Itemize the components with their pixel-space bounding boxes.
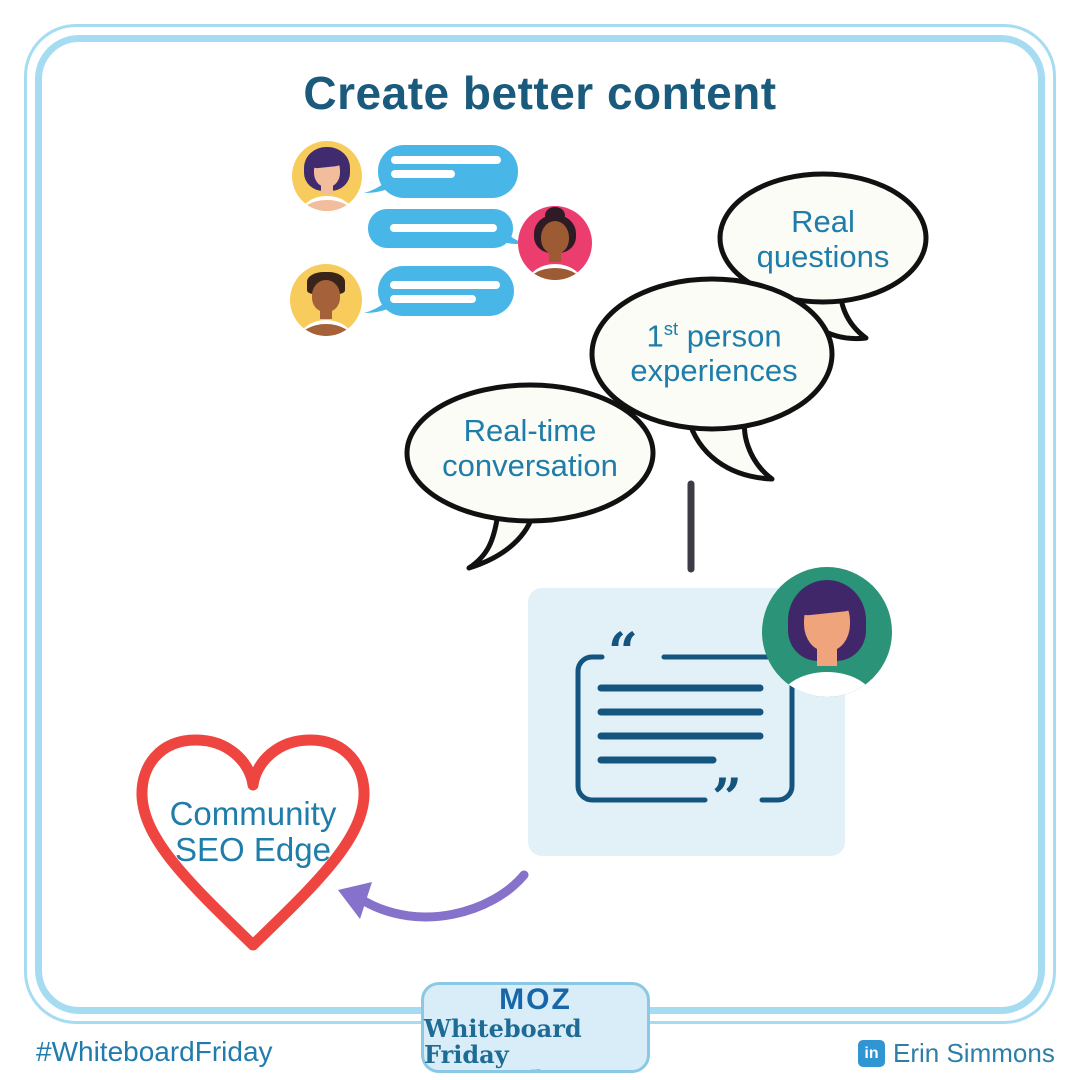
speech-bubble-first-person: 1st person experiences <box>630 311 797 388</box>
marker-squiggle-icon <box>530 1069 540 1070</box>
bubble-line: conversation <box>442 448 618 483</box>
avatar-man-yellow <box>290 264 362 336</box>
heart-label-line: Community <box>169 795 337 832</box>
close-quote-icon: ” <box>712 768 742 829</box>
speech-bubble-real-time: Real-time conversation <box>442 413 618 483</box>
open-quote-icon: “ <box>608 622 638 683</box>
bubble-line: experiences <box>630 353 798 389</box>
bubble-line: questions <box>756 239 890 274</box>
quote-text-lines <box>597 684 764 764</box>
moz-logo: MOZ <box>499 983 572 1016</box>
heart-label: Community SEO Edge <box>170 796 337 868</box>
hashtag-label: #WhiteboardFriday <box>36 1036 273 1067</box>
speech-bubble-real-questions: Real questions <box>757 204 890 274</box>
chat-bubbles-group <box>364 145 525 316</box>
page-title: Create better content <box>303 67 777 119</box>
linkedin-attribution: in Erin Simmons <box>858 1038 1055 1069</box>
heart-label-line: SEO Edge <box>175 831 331 868</box>
linkedin-icon: in <box>858 1040 885 1067</box>
bubble-line: 1st person <box>646 318 782 354</box>
heart-outline <box>136 734 370 951</box>
moz-whiteboard-friday-badge: MOZ Whiteboard Friday <box>421 982 650 1073</box>
whiteboard-friday-label: Whiteboard Friday <box>424 1014 582 1069</box>
author-name: Erin Simmons <box>893 1038 1055 1068</box>
speech-balloons-group <box>404 171 929 571</box>
avatar-woman-yellow <box>292 141 362 211</box>
curved-arrow-icon <box>338 870 529 922</box>
bubble-line: Real <box>791 204 855 239</box>
avatar-woman-teal <box>762 567 892 697</box>
bubble-line: Real-time <box>463 413 597 448</box>
avatar-woman-pink <box>518 206 592 280</box>
